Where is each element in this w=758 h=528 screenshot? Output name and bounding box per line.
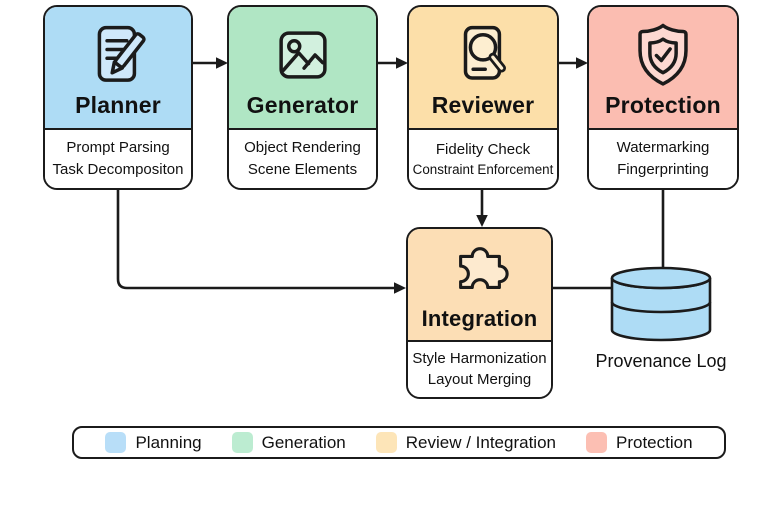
puzzle-icon	[458, 247, 509, 289]
legend-label: Planning	[135, 432, 202, 452]
subtitle-line: Layout Merging	[427, 371, 532, 389]
document-pencil-icon	[97, 25, 146, 82]
provenance-log-label: Provenance Log	[595, 351, 727, 371]
node-integration-subtitle: Style Harmonization Layout Merging	[408, 341, 551, 397]
node-planner-title: Planner	[75, 91, 161, 118]
shield-check-icon	[638, 23, 688, 86]
node-generator-subtitle: Object Rendering Scene Elements	[229, 129, 376, 188]
node-protection: Protection Watermarking Fingerprinting	[587, 5, 739, 190]
subtitle-line: Fingerprinting	[617, 160, 709, 178]
subtitle-line: Style Harmonization	[412, 349, 547, 367]
node-generator: Generator Object Rendering Scene Element…	[227, 5, 378, 190]
node-reviewer-title: Reviewer	[431, 91, 535, 118]
legend-item-review-integration: Review / Integration	[375, 432, 556, 453]
legend-item-generation: Generation	[231, 432, 346, 453]
image-icon	[278, 31, 327, 79]
generation-color-swatch	[231, 432, 253, 453]
subtitle-line: Prompt Parsing	[66, 139, 170, 157]
subtitle-line: Fidelity Check	[435, 140, 531, 158]
protection-color-swatch	[586, 432, 607, 453]
node-reviewer-subtitle: Fidelity Check Constraint Enforcement	[409, 129, 557, 188]
subtitle-line: Scene Elements	[247, 160, 358, 178]
node-integration: Integration Style Harmonization Layout M…	[406, 227, 553, 399]
legend-label: Protection	[616, 432, 693, 452]
node-protection-title: Protection	[605, 91, 721, 118]
node-generator-title: Generator	[246, 91, 359, 118]
legend-label: Generation	[261, 432, 346, 452]
database-cylinder-icon	[610, 266, 712, 342]
legend-label: Review / Integration	[405, 432, 556, 452]
legend: Planning Generation Review / Integration…	[72, 426, 726, 459]
review-integration-color-swatch	[375, 432, 397, 453]
document-magnifier-icon	[463, 25, 506, 80]
edge-planner-integration	[116, 190, 395, 290]
planning-color-swatch	[105, 432, 127, 453]
node-reviewer: Reviewer Fidelity Check Constraint Enfor…	[407, 5, 559, 190]
subtitle-line: Watermarking	[616, 139, 710, 157]
node-generator-header: Generator	[229, 7, 376, 130]
legend-item-planning: Planning	[105, 432, 202, 453]
node-planner: Planner Prompt Parsing Task Decompositon	[43, 5, 193, 190]
subtitle-line: Constraint Enforcement	[412, 161, 554, 177]
subtitle-line: Task Decompositon	[52, 160, 184, 178]
legend-item-protection: Protection	[586, 432, 693, 453]
node-integration-header: Integration	[408, 229, 551, 342]
node-protection-subtitle: Watermarking Fingerprinting	[589, 129, 737, 188]
subtitle-line: Object Rendering	[244, 139, 361, 157]
node-planner-header: Planner	[45, 7, 191, 130]
node-reviewer-header: Reviewer	[409, 7, 557, 130]
node-planner-subtitle: Prompt Parsing Task Decompositon	[45, 129, 191, 188]
node-integration-title: Integration	[421, 305, 538, 331]
node-protection-header: Protection	[589, 7, 737, 130]
